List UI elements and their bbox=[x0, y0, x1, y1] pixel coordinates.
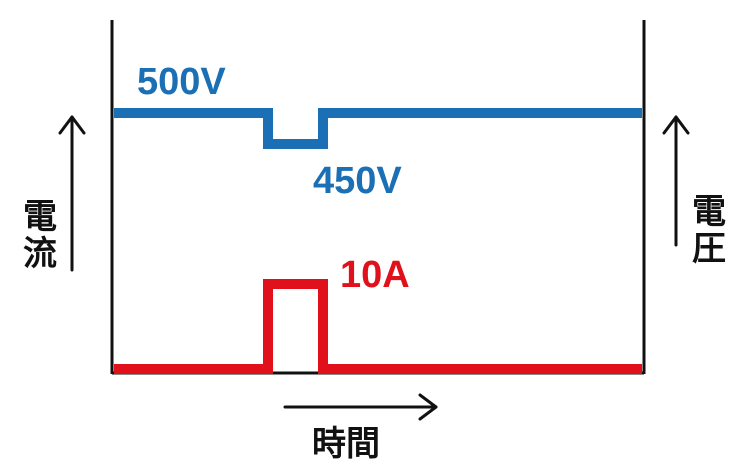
voltage-high-label: 500V bbox=[137, 61, 226, 103]
voltage-low-label: 450V bbox=[313, 160, 402, 202]
time-axis-arrow bbox=[283, 393, 438, 421]
time-axis-label: 時間 bbox=[312, 424, 380, 464]
current-pulse-label: 10A bbox=[340, 254, 410, 296]
voltage-axis-label-char-2: 圧 bbox=[692, 229, 726, 269]
current-axis-label-char-2: 流 bbox=[23, 234, 57, 274]
voltage-waveform bbox=[114, 108, 642, 149]
voltage-axis-label-char-1: 電 bbox=[692, 192, 726, 232]
current-waveform bbox=[114, 279, 642, 374]
current-axis-arrow bbox=[58, 115, 86, 272]
voltage-axis-arrow bbox=[662, 115, 690, 247]
current-axis-label-char-1: 電 bbox=[23, 197, 57, 237]
